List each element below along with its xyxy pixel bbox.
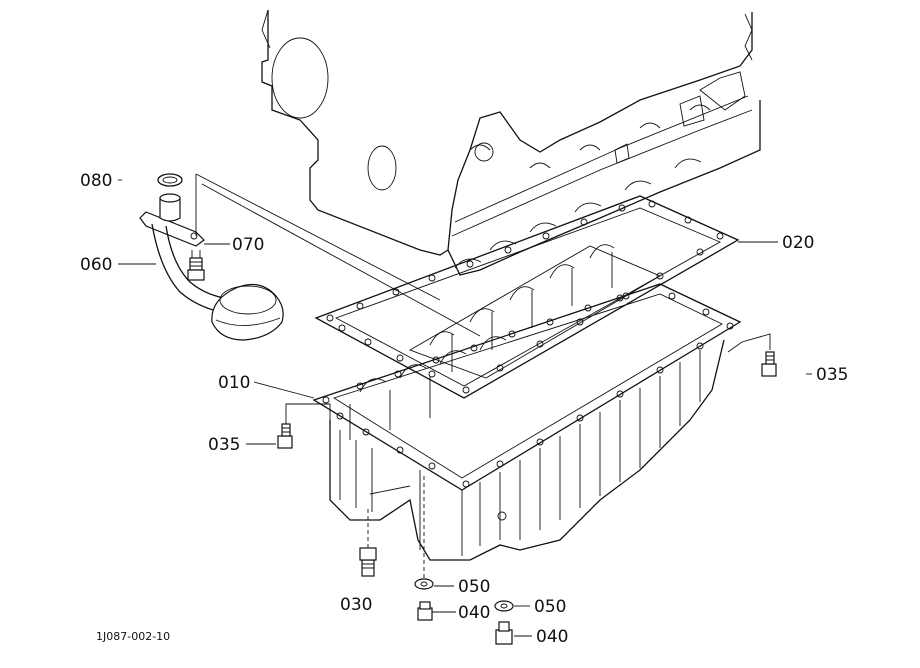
bolt-070 — [187, 250, 205, 281]
pan-flange-bolt-holes — [322, 292, 734, 488]
leader-lines — [118, 179, 812, 637]
engine-block-outline — [261, 9, 761, 276]
callout-040-b: 040 — [536, 627, 568, 647]
oil-pan — [312, 283, 742, 561]
callout-010: 010 — [218, 373, 250, 393]
callout-080: 080 — [80, 171, 112, 191]
callout-060: 060 — [80, 255, 112, 275]
callout-070: 070 — [232, 235, 264, 255]
figure-id: 1J087-002-10 — [96, 630, 170, 643]
callout-050-a: 050 — [458, 577, 490, 597]
plug-040-b — [495, 621, 513, 645]
callout-035-left: 035 — [208, 435, 240, 455]
o-ring — [157, 173, 183, 187]
oil-strainer — [211, 283, 284, 341]
callout-050-b: 050 — [534, 597, 566, 617]
bolt-035-left — [277, 403, 331, 449]
callout-030: 030 — [340, 595, 372, 615]
callout-040-a: 040 — [458, 603, 490, 623]
callout-035-right: 035 — [816, 365, 848, 385]
oil-strainer-assembly — [139, 173, 481, 341]
plug-040-a — [417, 601, 433, 621]
drain-bolt-030 — [359, 508, 377, 577]
gasket-bolt-holes — [326, 200, 724, 394]
washer-050-b — [494, 600, 514, 612]
bolt-035-right — [727, 333, 777, 377]
callout-020: 020 — [782, 233, 814, 253]
washer-050-a — [414, 476, 434, 590]
